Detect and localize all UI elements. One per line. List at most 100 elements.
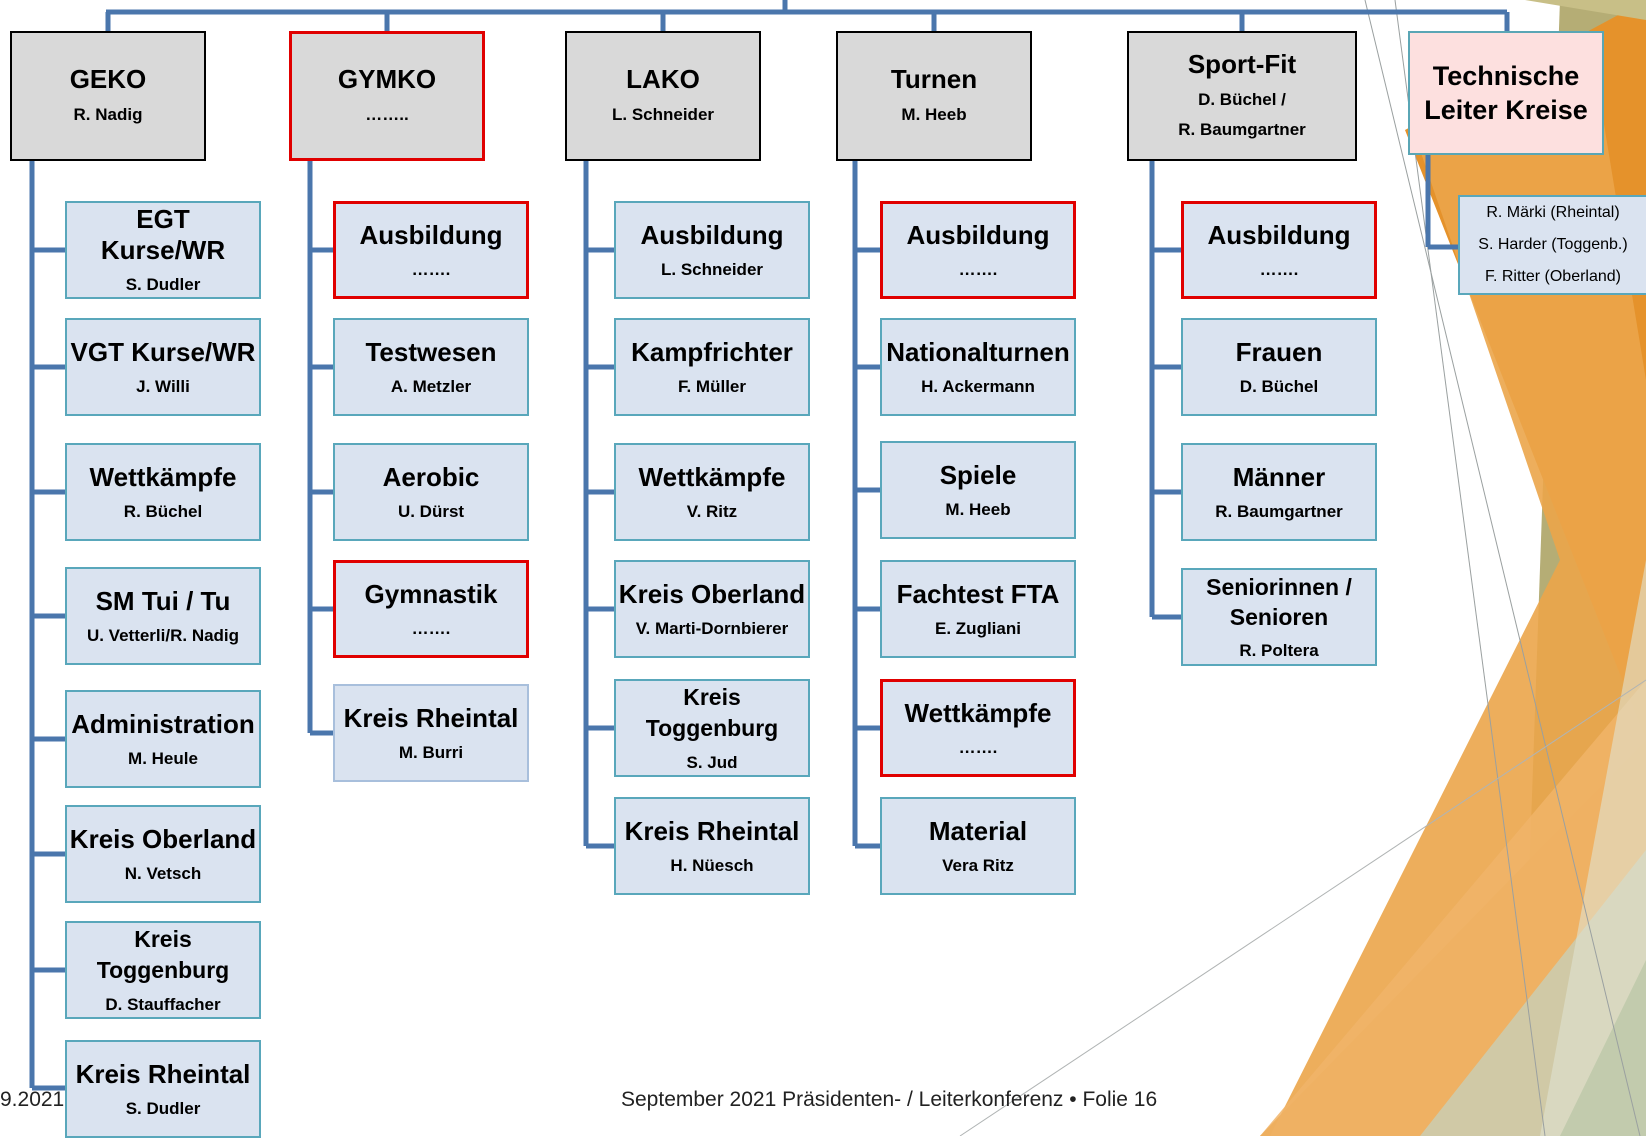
sub-unit-title: Kampfrichter — [631, 336, 793, 367]
sub-unit-title: Kreis Toggenburg — [96, 926, 230, 983]
sub-unit-title: Wettkämpfe — [89, 461, 237, 492]
sub-unit-title: Spiele — [939, 459, 1017, 490]
top-right-corner — [1525, 0, 1646, 20]
technical-leads-list: R. Märki (Rheintal) S. Harder (Toggenb.)… — [1458, 195, 1646, 295]
sub-unit-title: Wettkämpfe — [638, 461, 786, 492]
sub-unit-lead: M. Heule — [128, 748, 198, 768]
sub-unit-lead: S. Jud — [686, 753, 738, 772]
sub-unit-lead: Vera Ritz — [942, 855, 1014, 875]
unit-head-gymko: GYMKO…….. — [289, 31, 485, 161]
sub-unit-title: Kreis Toggenburg — [645, 684, 779, 741]
sub-unit-title: Nationalturnen — [886, 336, 1070, 367]
unit-head-sport-fit: Sport-Fit D. Büchel / R. Baumgartner — [1127, 31, 1357, 161]
sub-unit-kampfrichter: Kampfrichter F. Müller — [614, 318, 810, 416]
sub-unit-fachtest-fta: Fachtest FTA E. Zugliani — [880, 560, 1076, 658]
sub-unit-aerobic: Aerobic U. Dürst — [333, 443, 529, 541]
sub-unit-lead: M. Heeb — [945, 499, 1011, 519]
sub-unit-title: Wettkämpfe — [904, 697, 1052, 728]
sub-unit-egt-kurse-wr: EGT Kurse/WR S. Dudler — [65, 201, 261, 299]
sub-unit-lead: V. Marti-Dornbierer — [635, 618, 789, 638]
sub-unit-lead: F. Müller — [677, 376, 746, 396]
sub-unit-lead: N. Vetsch — [124, 863, 202, 883]
sub-unit-lead: ……. — [1259, 259, 1299, 279]
unit-title: GEKO — [69, 64, 147, 94]
unit-head-geko: GEKO R. Nadig — [10, 31, 206, 161]
sub-unit-lead: V. Ritz — [686, 501, 738, 521]
sub-unit-title: Fachtest FTA — [896, 578, 1060, 609]
sub-unit-title: EGT Kurse/WR — [100, 204, 226, 265]
sub-unit-title: Männer — [1232, 461, 1326, 492]
sub-unit-title: Material — [928, 815, 1028, 846]
unit-head-lako: LAKO L. Schneider — [565, 31, 761, 161]
sub-unit-lead: R. Baumgartner — [1215, 501, 1343, 521]
thin-line — [1394, 0, 1546, 1136]
sub-unit-wettk-mpfe: Wettkämpfe ……. — [880, 679, 1076, 777]
sub-unit-lead: R. Poltera — [1239, 641, 1319, 660]
sub-unit-lead: H. Ackermann — [921, 376, 1035, 396]
unit-title: Turnen — [890, 64, 978, 94]
thin-line — [959, 679, 1646, 1136]
sub-unit-lead: M. Burri — [398, 742, 464, 762]
unit-title: Sport-Fit — [1187, 49, 1297, 79]
sub-unit-lead: U. Dürst — [397, 501, 465, 521]
footer-text: September 2021 Präsidenten- / Leiterkonf… — [621, 1088, 1158, 1111]
sub-unit-lead: S. Dudler — [125, 1098, 201, 1118]
sub-unit-lead: S. Dudler — [125, 275, 201, 294]
sub-unit-ausbildung: Ausbildung……. — [880, 201, 1076, 299]
unit-lead: L. Schneider — [611, 105, 715, 124]
sub-unit-lead: U. Vetterli/R. Nadig — [86, 625, 240, 645]
unit-lead: D. Büchel / — [1198, 90, 1286, 109]
sub-unit-gymnastik: Gymnastik……. — [333, 560, 529, 658]
technical-leads-head: Technische Leiter Kreise — [1408, 31, 1604, 155]
unit-lead-2: R. Baumgartner — [1178, 120, 1306, 139]
sub-unit-title: Testwesen — [365, 336, 497, 367]
sub-unit-lead: H. Nüesch — [670, 855, 754, 875]
sub-unit-lead: D. Büchel — [1239, 376, 1319, 396]
sub-unit-lead: ……. — [958, 259, 998, 279]
sub-unit-administration: Administration M. Heule — [65, 690, 261, 788]
technical-leads-title: Technische Leiter Kreise — [1424, 61, 1588, 125]
pale-shape — [1540, 560, 1646, 1136]
sub-unit-title: Ausbildung — [359, 219, 503, 250]
technical-lead-item: S. Harder (Toggenb.) — [1478, 236, 1628, 253]
unit-head-turnen: Turnen M. Heeb — [836, 31, 1032, 161]
sub-unit-lead: ……. — [958, 737, 998, 757]
sub-unit-title: Kreis Rheintal — [343, 702, 519, 733]
sub-unit-wettk-mpfe: Wettkämpfe V. Ritz — [614, 443, 810, 541]
sub-unit-title: Gymnastik — [364, 578, 498, 609]
technical-lead-item: F. Ritter (Oberland) — [1484, 268, 1622, 285]
sub-unit-ausbildung: Ausbildung ……. — [333, 201, 529, 299]
footer-date: 9.2021 — [0, 1088, 65, 1111]
unit-lead: R. Nadig — [73, 105, 143, 124]
unit-lead: M. Heeb — [901, 105, 967, 124]
sub-unit-ausbildung: Ausbildung ……. — [1181, 201, 1377, 299]
sub-unit-ausbildung: Ausbildung L. Schneider — [614, 201, 810, 299]
sub-unit-lead: L. Schneider — [660, 259, 764, 279]
sub-unit-kreis-oberland: Kreis Oberland V. Marti-Dornbierer — [614, 560, 810, 658]
sub-unit-kreis-toggenburg: Kreis Toggenburg S. Jud — [614, 679, 810, 777]
sub-unit-kreis-toggenburg: Kreis Toggenburg D. Stauffacher — [65, 921, 261, 1019]
sub-unit-title: Kreis Oberland — [69, 823, 257, 854]
sub-unit-title: Kreis Oberland — [618, 578, 806, 609]
sub-unit-testwesen: Testwesen A. Metzler — [333, 318, 529, 416]
sub-unit-title: Ausbildung — [640, 219, 784, 250]
sub-unit-lead: D. Stauffacher — [105, 995, 221, 1014]
thin-line — [1364, 0, 1641, 1136]
sub-unit-title: Aerobic — [382, 461, 480, 492]
sub-unit-kreis-rheintal: Kreis Rheintal M. Burri — [333, 684, 529, 782]
sub-unit-lead: ……. — [411, 259, 451, 279]
unit-title: LAKO — [626, 64, 700, 94]
sub-unit-lead: E. Zugliani — [935, 618, 1021, 638]
sub-unit-lead: A. Metzler — [390, 376, 472, 396]
technical-lead-item: R. Märki (Rheintal) — [1486, 204, 1620, 221]
sub-unit-nationalturnen: Nationalturnen H. Ackermann — [880, 318, 1076, 416]
sub-unit-title: Administration — [71, 708, 255, 739]
sub-unit-title: Ausbildung — [1207, 219, 1351, 250]
